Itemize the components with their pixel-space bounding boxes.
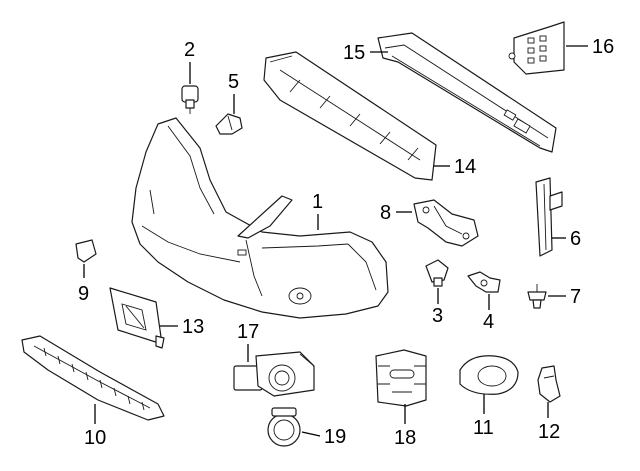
callout-14: 14: [454, 156, 477, 178]
callout-18: 18: [394, 427, 417, 449]
retainer-18: [375, 349, 427, 407]
leader-19: [301, 431, 321, 437]
license-bracket: [109, 287, 165, 349]
callout-8: 8: [380, 202, 392, 224]
callout-13: 13: [182, 316, 205, 338]
callout-3: 3: [432, 305, 444, 327]
callout-10: 10: [84, 427, 107, 449]
bracket-8: [413, 199, 479, 247]
clip-5: [215, 113, 243, 135]
callout-7: 7: [570, 286, 582, 308]
callout-4: 4: [483, 311, 495, 333]
callout-9: 9: [78, 283, 90, 305]
bracket-12: [537, 365, 561, 403]
mount-bracket: [508, 21, 565, 75]
callout-15: 15: [343, 42, 366, 64]
callout-5: 5: [228, 71, 240, 93]
push-pin: [527, 284, 547, 309]
washer-nozzle: [181, 85, 199, 114]
energy-absorber: [263, 51, 437, 181]
bumper-cover: [131, 117, 389, 319]
clip-4: [467, 271, 501, 293]
park-sensor: [267, 407, 301, 447]
callout-16: 16: [592, 36, 615, 58]
fog-lamp-bezel: [459, 355, 519, 395]
lower-grille: [21, 335, 165, 421]
callout-1: 1: [312, 191, 324, 213]
bracket-6: [535, 177, 563, 257]
callout-17: 17: [237, 321, 260, 343]
tow-hook-cover: [75, 239, 97, 263]
callout-19: 19: [324, 426, 347, 448]
park-sensor-retainer: [233, 351, 315, 397]
callout-6: 6: [570, 228, 582, 250]
callout-12: 12: [538, 421, 561, 443]
callout-11: 11: [473, 417, 494, 439]
leader-lines: [83, 45, 588, 437]
clip-3: [425, 259, 449, 287]
callout-2: 2: [184, 39, 196, 61]
reinforcement-beam: [377, 32, 557, 153]
